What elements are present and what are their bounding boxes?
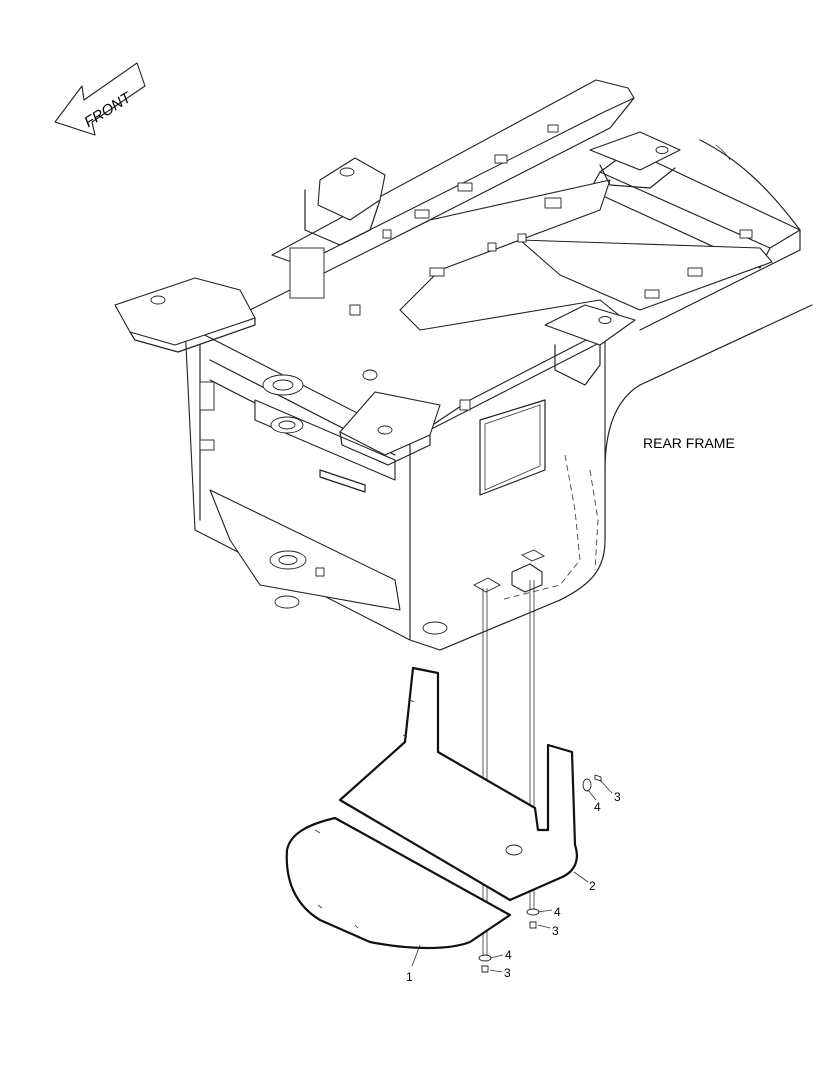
washer-icon	[582, 778, 592, 792]
callout-4-lower: 4	[505, 948, 512, 962]
washer-icon	[526, 908, 540, 916]
front-direction-arrow: FRONT	[54, 62, 146, 136]
callout-4-right: 4	[594, 800, 601, 814]
rear-frame-label: REAR FRAME	[643, 435, 735, 451]
callout-3-middle: 3	[552, 924, 559, 938]
under-cover-plate-1	[285, 816, 512, 950]
callout-1: 1	[406, 970, 413, 984]
fasteners	[478, 774, 602, 973]
bolt-icon	[481, 965, 489, 973]
alignment-lines	[482, 580, 535, 960]
callout-2: 2	[589, 879, 596, 893]
washer-icon	[478, 954, 492, 962]
under-cover-plate-2	[338, 666, 578, 902]
callout-4-middle: 4	[554, 905, 561, 919]
callout-3-lower: 3	[504, 966, 511, 980]
callout-3-right: 3	[614, 790, 621, 804]
leader-lines	[411, 779, 613, 973]
rear-frame	[114, 79, 813, 651]
bolt-icon	[529, 921, 537, 929]
